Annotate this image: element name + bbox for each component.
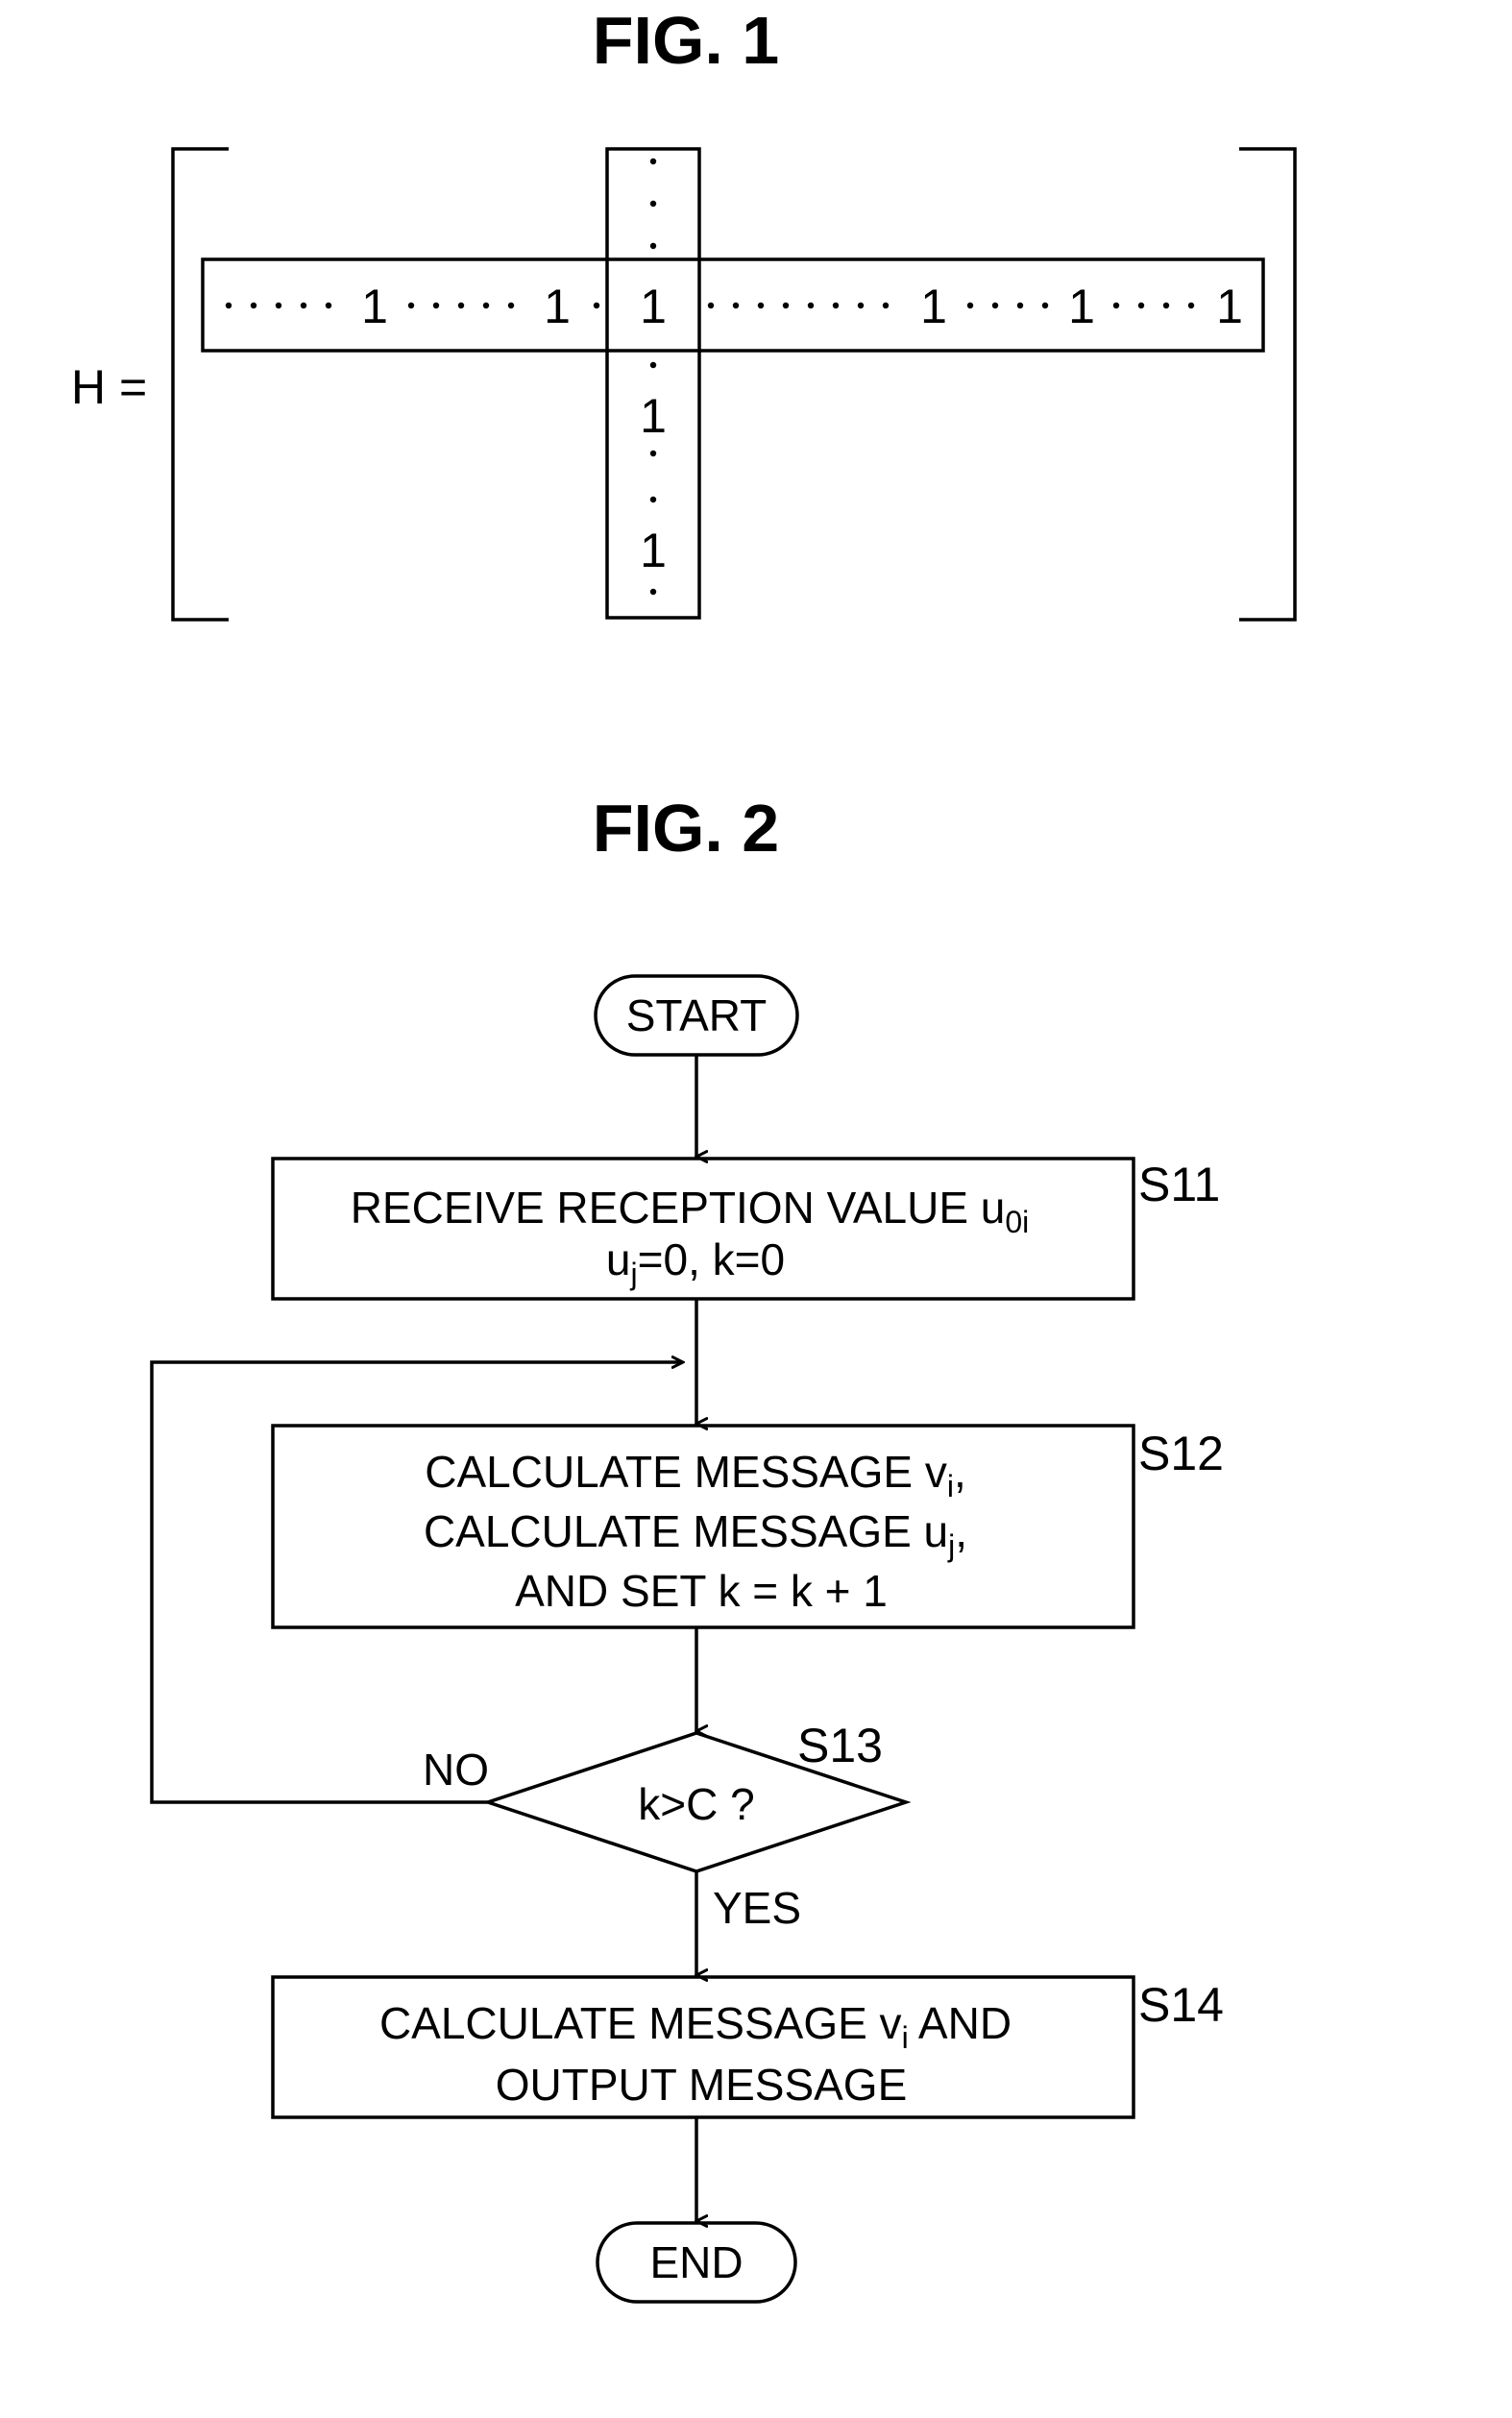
s12-line3: AND SET k = k + 1: [515, 1566, 888, 1616]
fig2-title: FIG. 2: [593, 791, 779, 866]
matrix-right-bracket: [1239, 149, 1295, 620]
start-label: START: [626, 990, 768, 1040]
row-one: 1: [1068, 280, 1095, 333]
s13-step-id: S13: [797, 1719, 883, 1772]
s13-condition: k>C ?: [638, 1779, 754, 1829]
row-one: 1: [361, 280, 388, 333]
matrix-label: H =: [71, 360, 147, 414]
column-one: 1: [640, 524, 667, 577]
s11-line2: uj=0, k=0: [606, 1234, 785, 1291]
row-one: 1: [1216, 280, 1243, 333]
s11-step-id: S11: [1138, 1158, 1220, 1211]
s13-no-label: NO: [423, 1745, 489, 1795]
s12-line1: CALCULATE MESSAGE vi,: [425, 1447, 966, 1503]
s12-step-id: S12: [1138, 1427, 1224, 1480]
fig1-title: FIG. 1: [593, 3, 779, 78]
end-label: END: [649, 2237, 743, 2287]
s14-line1: CALCULATE MESSAGE vi AND: [379, 1998, 1012, 2055]
matrix-left-bracket: [173, 149, 229, 620]
s11-line1: RECEIVE RECEPTION VALUE u0i: [351, 1183, 1030, 1239]
row-one: 1: [640, 280, 667, 333]
s14-step-id: S14: [1138, 1978, 1224, 2032]
row-one: 1: [544, 280, 571, 333]
row-one: 1: [920, 280, 947, 333]
column-one: 1: [640, 389, 667, 443]
s12-line2: CALCULATE MESSAGE uj,: [424, 1506, 967, 1563]
s13-yes-label: YES: [713, 1883, 801, 1933]
s14-line2: OUTPUT MESSAGE: [496, 2060, 908, 2110]
